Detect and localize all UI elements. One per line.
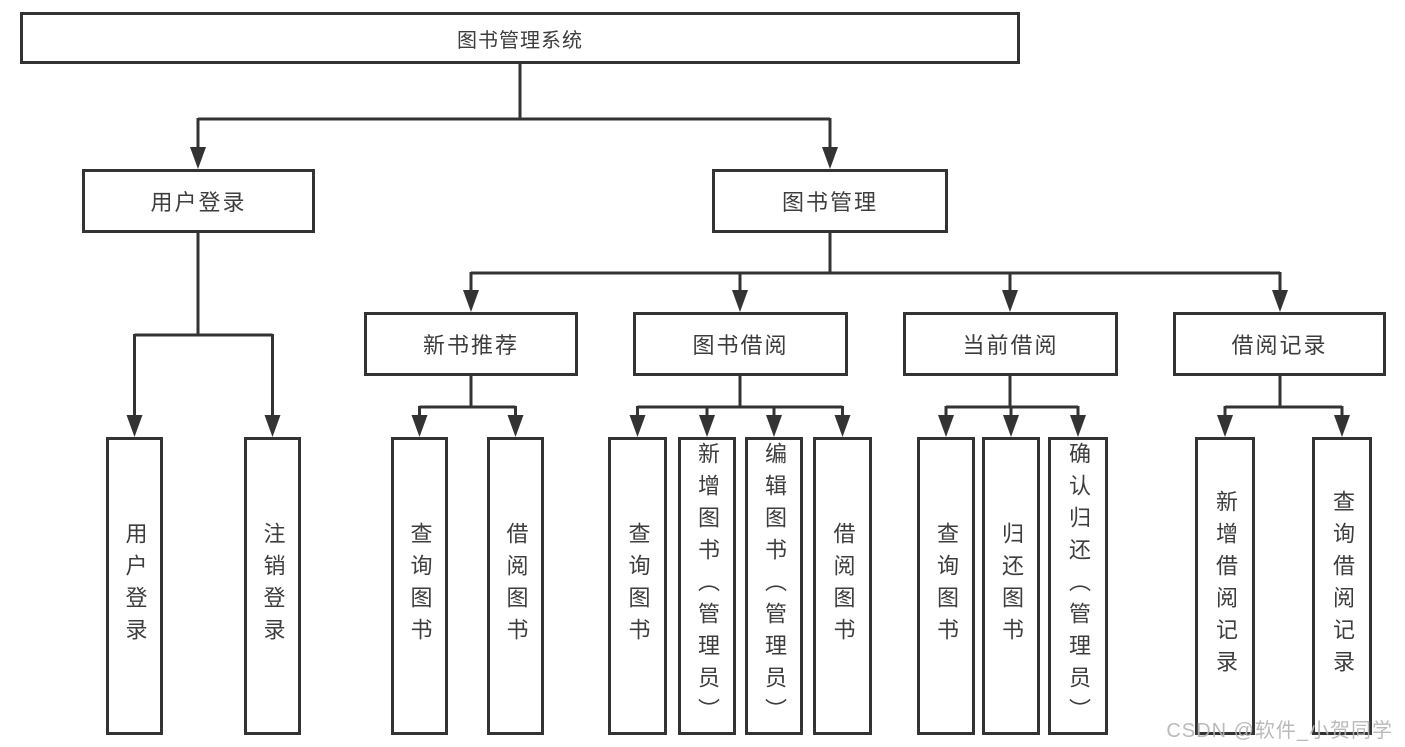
node-label: 新书推荐 bbox=[422, 333, 519, 358]
node-label: 查询图书 bbox=[625, 522, 651, 650]
node-new-book-recommend: 新书推荐 bbox=[364, 312, 578, 376]
leaf-user-login: 用户登录 bbox=[106, 437, 163, 735]
watermark: CSDN @软件_小贺同学 bbox=[1166, 720, 1393, 742]
leaf-logout: 注销登录 bbox=[244, 437, 301, 735]
leaf-add-book-admin: 新增图书（管理员） bbox=[678, 437, 736, 735]
node-borrow-records: 借阅记录 bbox=[1173, 312, 1386, 376]
leaf-query-books-borrow: 查询图书 bbox=[608, 437, 667, 735]
node-label: 查询借阅记录 bbox=[1330, 490, 1355, 682]
node-label: 查询图书 bbox=[407, 522, 433, 650]
node-label: 查询图书 bbox=[934, 522, 959, 650]
leaf-return-book: 归还图书 bbox=[982, 437, 1040, 735]
node-label: 编辑图书（管理员） bbox=[762, 442, 787, 730]
node-label: 图书借阅 bbox=[692, 333, 789, 358]
node-label: 图书管理系统 bbox=[457, 29, 583, 52]
leaf-query-borrow-record: 查询借阅记录 bbox=[1312, 437, 1372, 735]
node-label: 借阅图书 bbox=[830, 522, 856, 650]
node-label: 图书管理 bbox=[781, 190, 878, 215]
arrowheads bbox=[126, 147, 1350, 437]
node-label: 借阅记录 bbox=[1231, 333, 1328, 358]
node-book-borrow: 图书借阅 bbox=[633, 312, 848, 376]
node-label: 归还图书 bbox=[999, 522, 1024, 650]
node-label: 用户登录 bbox=[122, 522, 148, 650]
node-current-borrow: 当前借阅 bbox=[903, 312, 1118, 376]
node-label: 新增图书（管理员） bbox=[695, 442, 720, 730]
leaf-confirm-return-admin: 确认归还（管理员） bbox=[1048, 437, 1108, 735]
node-book-management: 图书管理 bbox=[712, 169, 948, 233]
node-root: 图书管理系统 bbox=[20, 12, 1020, 64]
leaf-edit-book-admin: 编辑图书（管理员） bbox=[745, 437, 803, 735]
leaf-query-books-current: 查询图书 bbox=[917, 437, 975, 735]
node-label: 当前借阅 bbox=[962, 333, 1059, 358]
leaf-query-books-recommend: 查询图书 bbox=[391, 437, 448, 735]
leaf-borrow-books-recommend: 借阅图书 bbox=[487, 437, 544, 735]
node-label: 注销登录 bbox=[260, 522, 286, 650]
leaf-borrow-books: 借阅图书 bbox=[813, 437, 872, 735]
connector-paths bbox=[133, 64, 1344, 417]
node-user-login: 用户登录 bbox=[82, 169, 315, 233]
node-label: 新增借阅记录 bbox=[1213, 490, 1238, 682]
leaf-add-borrow-record: 新增借阅记录 bbox=[1195, 437, 1255, 735]
node-label: 确认归还（管理员） bbox=[1066, 442, 1091, 730]
node-label: 用户登录 bbox=[150, 190, 247, 215]
node-label: 借阅图书 bbox=[503, 522, 529, 650]
